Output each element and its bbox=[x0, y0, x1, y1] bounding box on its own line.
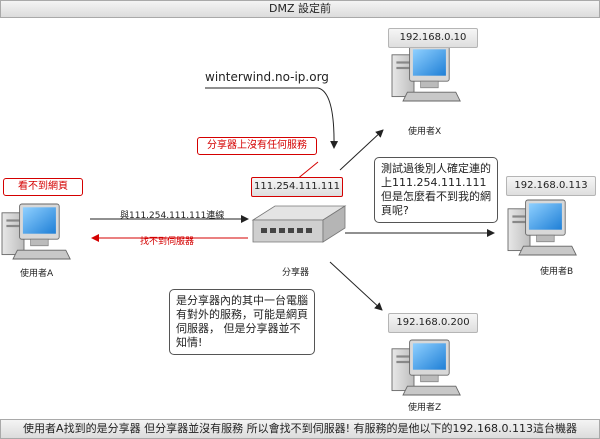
user-x-ip-box: 192.168.0.10 bbox=[388, 28, 478, 48]
computer-icon-z bbox=[391, 339, 461, 396]
footer-caption: 使用者A找到的是分享器 但分享器並沒有服務 所以會找不到伺服器! 有服務的是他以… bbox=[0, 419, 600, 439]
user-a-label: 使用者A bbox=[20, 269, 54, 279]
arrow-domain-to-router bbox=[317, 87, 339, 149]
user-z-label: 使用者Z bbox=[408, 403, 442, 413]
domain-label: winterwind.no-ip.org bbox=[205, 70, 329, 84]
not-found-arrow-label: 找不到伺服器 bbox=[140, 237, 195, 247]
user-b-question-note: 測試過後別人確定連的上111.254.111.111 但是怎麼看不到我的網頁呢? bbox=[374, 157, 498, 223]
router-ip-box: 111.254.111.111 bbox=[251, 177, 343, 197]
router-label: 分享器 bbox=[282, 268, 310, 278]
user-z-ip-box: 192.168.0.200 bbox=[388, 313, 478, 333]
connect-arrow-label: 與111.254.111.111連線 bbox=[120, 211, 225, 221]
diagram-title: DMZ 設定前 bbox=[0, 0, 600, 18]
user-x-label: 使用者X bbox=[408, 127, 442, 137]
computer-icon-x bbox=[391, 45, 461, 102]
arrow-router-to-x bbox=[339, 129, 384, 171]
computer-icon-a bbox=[1, 203, 71, 260]
router-explanation-note: 是分享器內的其中一台電腦有對外的服務，可能是網頁伺服器， 但是分享器並不知情! bbox=[169, 289, 315, 355]
user-b-label: 使用者B bbox=[540, 267, 574, 277]
computer-icon-b bbox=[507, 199, 577, 256]
router-no-service-note: 分享器上沒有任何服務 bbox=[197, 137, 317, 155]
user-b-ip-box: 192.168.0.113 bbox=[506, 176, 596, 196]
user-a-status-note: 看不到網頁 bbox=[3, 178, 83, 196]
router-icon bbox=[251, 205, 347, 243]
arrow-router-to-z bbox=[329, 261, 383, 311]
